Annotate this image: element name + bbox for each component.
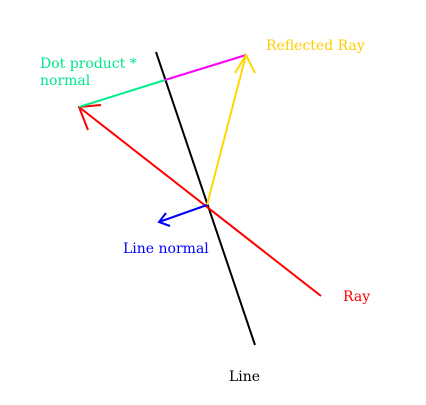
line-normal bbox=[158, 204, 208, 223]
reflected-ray-arrowhead bbox=[234, 52, 256, 74]
reflected-ray-label: Reflected Ray bbox=[266, 38, 365, 54]
dot-product-normal-label: Dot product * normal bbox=[40, 56, 137, 90]
dot-product-label-line1: Dot product * bbox=[40, 56, 137, 72]
incoming-ray bbox=[78, 106, 322, 297]
surface-line bbox=[155, 51, 256, 346]
projection-segment bbox=[164, 54, 247, 81]
dot-product-normal-segment bbox=[78, 79, 166, 108]
ray-label: Ray bbox=[343, 289, 371, 305]
line-normal-label: Line normal bbox=[123, 241, 209, 257]
reflected-ray bbox=[206, 54, 247, 206]
dot-product-label-line2: normal bbox=[40, 73, 91, 89]
line-normal-arrowhead bbox=[157, 212, 171, 227]
line-label: Line bbox=[229, 369, 261, 385]
